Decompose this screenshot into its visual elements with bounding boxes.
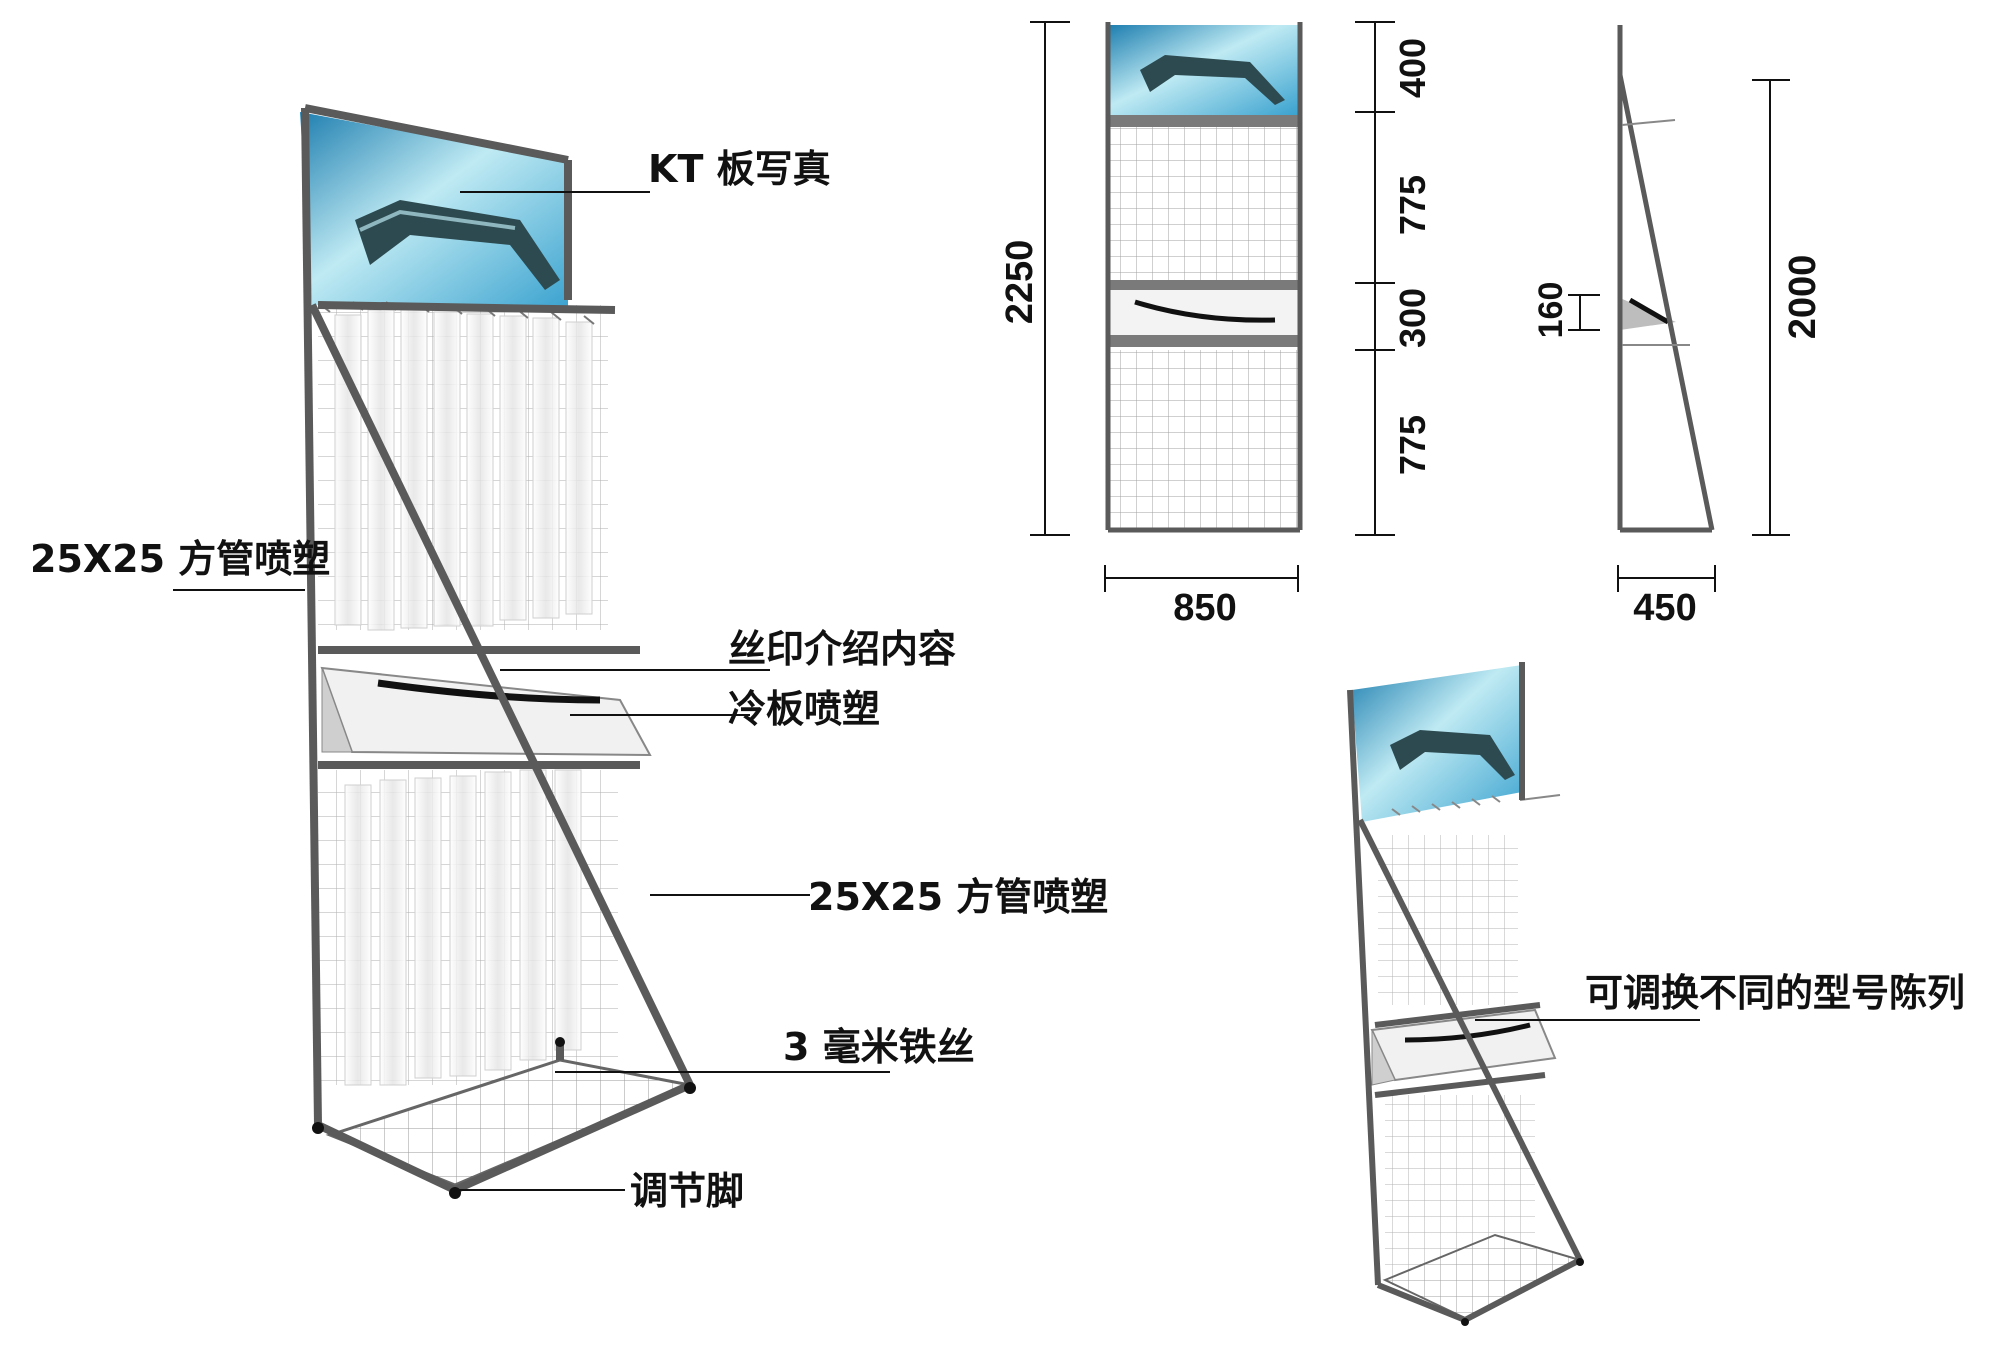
front-elevation — [1105, 22, 1303, 533]
upper-product-strips — [334, 309, 593, 631]
side-dimension-lines — [1568, 79, 1790, 592]
front-dimension-labels: 2250 400 775 300 775 850 — [999, 38, 1433, 629]
lower-product-strips — [344, 769, 582, 1086]
dim-section-lower: 775 — [1392, 415, 1433, 475]
dim-section-upper: 775 — [1392, 175, 1433, 235]
label-feet: 调节脚 — [630, 1169, 744, 1213]
dim-section-tray: 300 — [1392, 288, 1433, 348]
wiper-image — [355, 200, 560, 290]
foot-front — [449, 1187, 461, 1199]
label-tube-right: 25X25 方管喷塑 — [808, 875, 1108, 919]
label-tube-left: 25X25 方管喷塑 — [30, 537, 330, 581]
callout-labels: KT 板写真 25X25 方管喷塑 丝印介绍内容 冷板喷塑 25X25 方管喷塑… — [30, 147, 1965, 1213]
foot-left — [312, 1122, 324, 1134]
tray-shelf — [320, 666, 652, 757]
label-wire: 3 毫米铁丝 — [783, 1025, 975, 1069]
rack-perspective-main — [300, 104, 696, 1199]
dim-side-height: 2000 — [1782, 255, 1824, 340]
foot-right — [684, 1082, 696, 1094]
front-dimension-lines — [1030, 21, 1395, 592]
rack-perspective-small — [1347, 662, 1584, 1326]
label-swap-models: 可调换不同的型号陈列 — [1585, 971, 1965, 1015]
steel-frame — [301, 104, 694, 1194]
side-elevation — [1617, 25, 1715, 533]
tray-wiper — [377, 679, 601, 704]
leader-lines-main — [173, 191, 890, 1191]
dim-tray-height: 160 — [1532, 282, 1570, 339]
dim-side-depth: 450 — [1633, 587, 1696, 629]
label-silkscreen: 丝印介绍内容 — [728, 627, 956, 671]
dim-total-height: 2250 — [999, 240, 1041, 325]
dim-section-top: 400 — [1392, 38, 1433, 98]
label-kt-board: KT 板写真 — [648, 147, 831, 191]
label-cold-plate: 冷板喷塑 — [728, 687, 880, 731]
dim-front-width: 850 — [1173, 587, 1236, 629]
side-dimension-labels: 160 2000 450 — [1532, 255, 1824, 629]
